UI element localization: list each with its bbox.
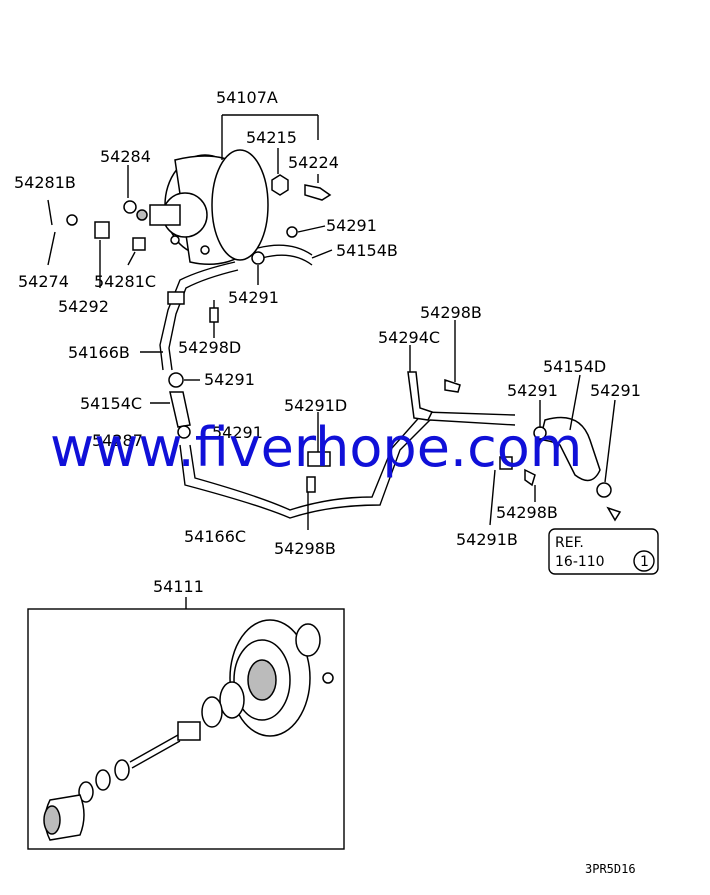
label-54154C: 54154C xyxy=(80,394,142,413)
label-54294C: 54294C xyxy=(378,328,440,347)
leader-lines xyxy=(47,114,616,530)
ref-circled-number: 1 xyxy=(640,554,649,570)
label-54291-a: 54291 xyxy=(326,216,377,235)
label-54274: 54274 xyxy=(18,272,69,291)
label-54291-f: 54291 xyxy=(590,381,641,400)
label-54284: 54284 xyxy=(100,147,151,166)
label-54292: 54292 xyxy=(58,297,109,316)
label-54291-e: 54291 xyxy=(507,381,558,400)
assembly-54111-box xyxy=(27,608,345,850)
fittings-top xyxy=(47,174,332,251)
booster-internals xyxy=(43,619,334,841)
label-54281C: 54281C xyxy=(94,272,156,291)
bracket-54294C xyxy=(407,371,434,421)
hose-54154D xyxy=(539,416,601,482)
label-54224: 54224 xyxy=(288,153,339,172)
label-54154D: 54154D xyxy=(543,357,606,376)
pipe-54166B xyxy=(159,261,236,371)
label-54166B: 54166B xyxy=(68,343,130,362)
label-54298D: 54298D xyxy=(178,338,241,357)
label-54291-b: 54291 xyxy=(228,288,279,307)
label-54107A: 54107A xyxy=(216,88,278,107)
label-54291B: 54291B xyxy=(456,530,518,549)
label-54154B: 54154B xyxy=(336,241,398,260)
label-54298B-a: 54298B xyxy=(420,303,482,322)
label-54291-d: 54291 xyxy=(212,423,263,442)
ref-code: 16-110 xyxy=(555,554,605,570)
label-54291-c: 54291 xyxy=(204,370,255,389)
label-54298B-b: 54298B xyxy=(496,503,558,522)
figure-code: 3PR5D16 xyxy=(585,862,636,876)
reference-box: REF. 16-110 1 xyxy=(548,528,659,575)
label-54298B-c: 54298B xyxy=(274,539,336,558)
label-54215: 54215 xyxy=(246,128,297,147)
ref-label: REF. xyxy=(555,535,584,551)
brake-booster-body xyxy=(136,149,269,265)
watermark-text: www.fiverhope.com xyxy=(50,416,582,479)
label-54281B: 54281B xyxy=(14,173,76,192)
pipe-54166C xyxy=(179,419,516,519)
label-54287: 54287 xyxy=(92,431,143,450)
label-54111: 54111 xyxy=(153,577,204,596)
hose-54154B xyxy=(257,244,313,256)
label-54166C: 54166C xyxy=(184,527,246,546)
check-valve-54291D xyxy=(307,451,331,467)
label-54291D: 54291D xyxy=(284,396,347,415)
